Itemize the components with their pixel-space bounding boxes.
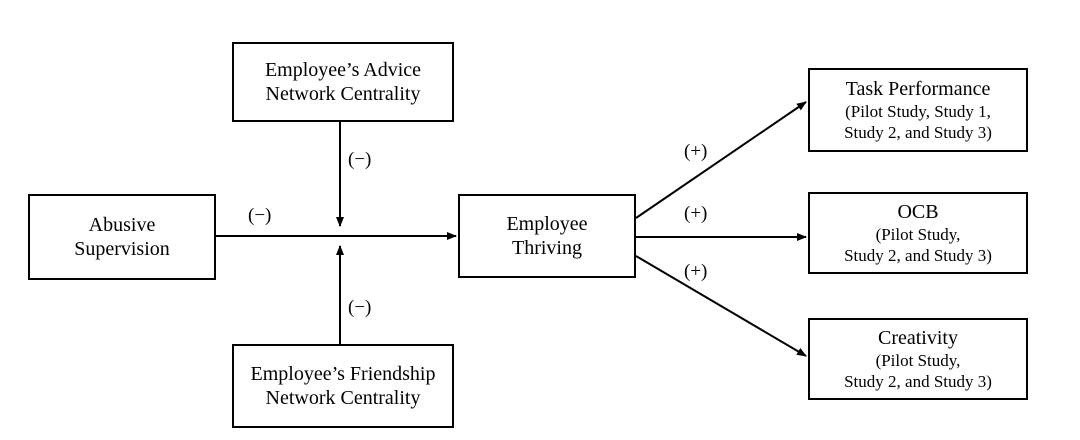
node-ocb-line1: (Pilot Study, [875,225,961,244]
arrow-thriving-to-creativity [635,255,807,357]
arrow-thriving-to-task [635,101,807,219]
node-thriving-line1: Employee [506,213,588,235]
node-advice-line2: Network Centrality [265,83,421,105]
edge-label-abusive-to-thriving: (−) [248,205,272,226]
node-friendship-line1: Employee’s Friendship [250,363,436,385]
node-task-line1: (Pilot Study, Study 1, [845,102,991,121]
node-ocb-title: OCB [897,201,939,223]
node-ocb: OCB (Pilot Study, Study 2, and Study 3) [808,192,1028,274]
node-abusive-supervision: Abusive Supervision [28,194,216,280]
edge-label-thriving-to-task: (+) [684,141,708,162]
edge-label-friendship-moderation: (−) [348,297,372,318]
node-creativity-line1: (Pilot Study, [875,351,961,370]
edge-label-thriving-to-ocb: (+) [684,203,708,224]
node-ocb-line2: Study 2, and Study 3) [844,246,992,265]
node-advice-centrality: Employee’s Advice Network Centrality [232,42,454,122]
node-employee-thriving: Employee Thriving [458,194,636,278]
node-abusive-line1: Abusive [88,214,156,236]
node-friendship-centrality: Employee’s Friendship Network Centrality [232,344,454,428]
node-task-line2: Study 2, and Study 3) [844,123,992,142]
node-thriving-line2: Thriving [512,237,582,259]
node-creativity: Creativity (Pilot Study, Study 2, and St… [808,318,1028,400]
edge-label-thriving-to-creativity: (+) [684,261,708,282]
node-task-performance: Task Performance (Pilot Study, Study 1, … [808,68,1028,152]
node-abusive-line2: Supervision [74,238,170,260]
node-creativity-line2: Study 2, and Study 3) [844,372,992,391]
node-advice-line1: Employee’s Advice [264,59,422,81]
node-friendship-line2: Network Centrality [265,387,421,409]
node-task-title: Task Performance [845,78,991,100]
node-creativity-title: Creativity [878,327,958,349]
edge-label-advice-moderation: (−) [348,149,372,170]
